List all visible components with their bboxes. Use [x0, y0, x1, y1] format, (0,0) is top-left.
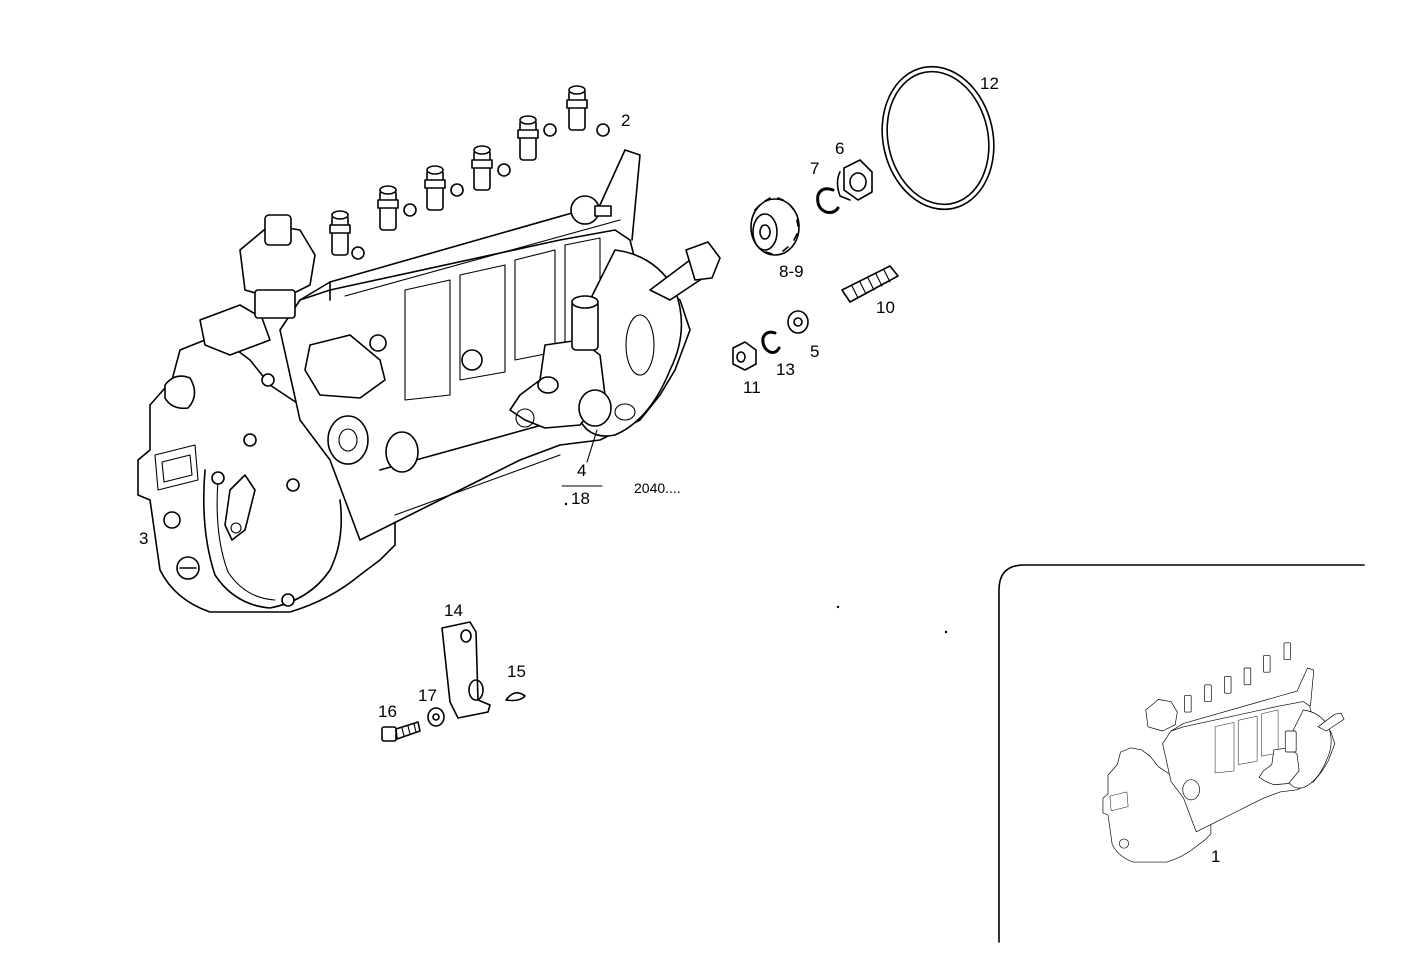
- label-2: 2: [621, 111, 631, 130]
- part-code: 2040....: [634, 480, 681, 496]
- label-13: 13: [776, 360, 795, 379]
- leader-lines: [561, 429, 603, 487]
- key-15: [505, 692, 526, 702]
- label-12: 12: [980, 74, 999, 93]
- label-6: 6: [835, 139, 845, 158]
- o-ring-12: [881, 65, 995, 211]
- stud-10: [841, 265, 899, 303]
- lock-washer-7: [816, 187, 840, 214]
- washer-5: [787, 310, 809, 334]
- label-7: 7: [810, 159, 820, 178]
- label-16: 16: [378, 702, 397, 721]
- label-5: 5: [810, 342, 820, 361]
- label-8-9: 8-9: [779, 262, 804, 281]
- label-17: 17: [418, 686, 437, 705]
- inset-frame: [998, 564, 1365, 943]
- injection-pump-main: [137, 149, 721, 613]
- delivery-valve-holders: [329, 85, 612, 260]
- screw-16: [381, 721, 421, 742]
- label-11: 11: [743, 378, 761, 397]
- inset-pump-thumbnail: [1102, 642, 1345, 863]
- label-15: 15: [507, 662, 526, 681]
- nut-6: [836, 159, 873, 201]
- label-4: 4: [577, 461, 587, 480]
- label-14: 14: [444, 601, 463, 620]
- nut-11: [732, 341, 757, 371]
- label-1: 1: [1211, 847, 1221, 866]
- bracket-14: [441, 621, 491, 719]
- washer-17: [427, 707, 445, 727]
- gear-8-9: [750, 197, 800, 256]
- label-18: 18: [571, 489, 590, 508]
- spring-washer-13: [761, 330, 781, 354]
- label-3: 3: [139, 529, 149, 548]
- label-10: 10: [876, 298, 895, 317]
